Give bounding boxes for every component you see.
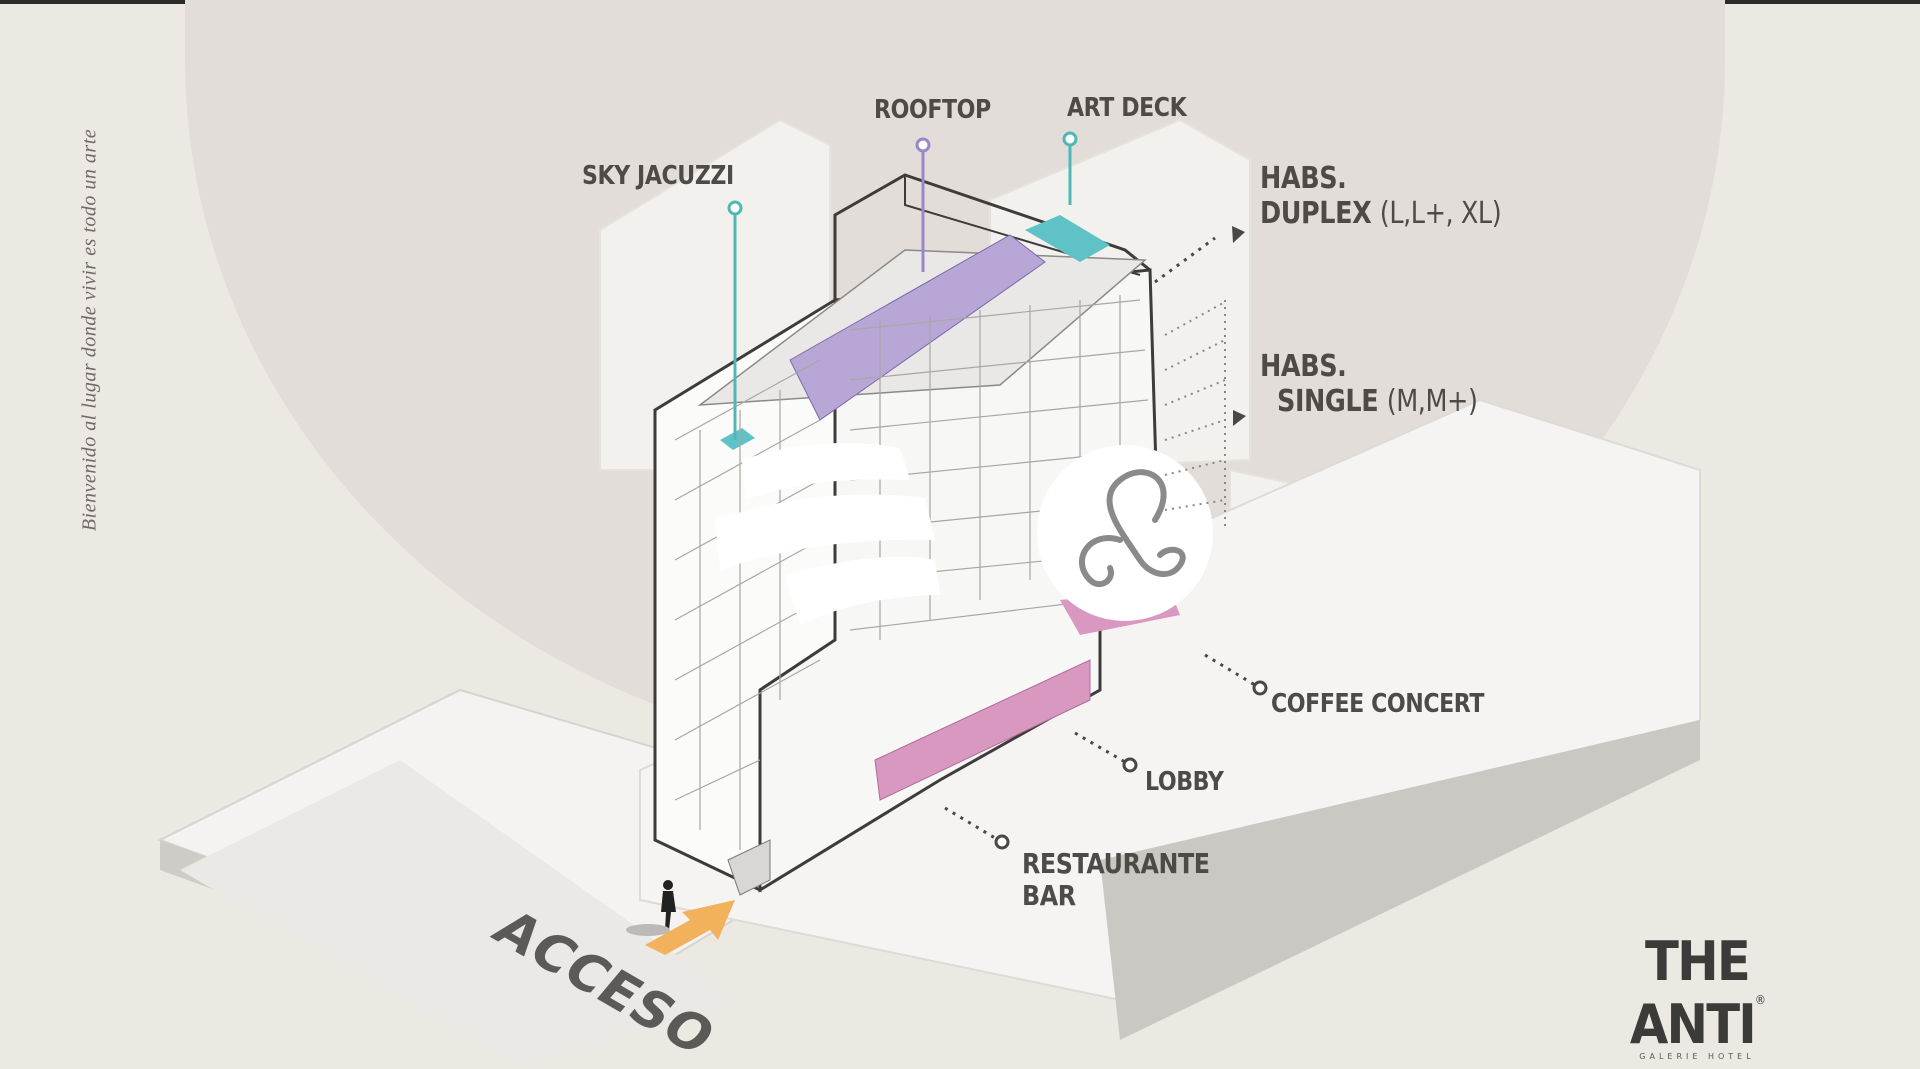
brand-ampersand-icon bbox=[1037, 445, 1213, 621]
leader-lines bbox=[727, 131, 1268, 850]
label-habs-duplex: HABS. DUPLEX (L,L+, XL) bbox=[1260, 161, 1502, 231]
direction-arrow-icon bbox=[645, 900, 735, 955]
label-sky-jacuzzi: SKY JACUZZI bbox=[582, 161, 734, 191]
habs-single-line2: SINGLE bbox=[1277, 383, 1379, 419]
habs-duplex-types: (L,L+, XL) bbox=[1379, 195, 1502, 231]
restaurante-line2: BAR bbox=[1022, 879, 1076, 913]
lobby-floor bbox=[874, 659, 1091, 801]
logo-name-text: THE ANTI bbox=[1629, 930, 1757, 1056]
pedestrian-icon bbox=[626, 880, 676, 936]
label-lobby: LOBBY bbox=[1145, 767, 1224, 797]
restaurante-line1: RESTAURANTE bbox=[1022, 847, 1210, 880]
label-rooftop: ROOFTOP bbox=[874, 95, 991, 125]
logo-name: THE ANTI® bbox=[1582, 930, 1812, 1056]
brand-swoosh-icon bbox=[715, 443, 940, 625]
label-pointer-icon bbox=[1232, 226, 1246, 426]
label-art-deck: ART DECK bbox=[1067, 93, 1187, 123]
label-coffee-concert: COFFEE CONCERT bbox=[1271, 689, 1485, 719]
habs-single-types: (M,M+) bbox=[1386, 383, 1478, 419]
tagline: Bienvenido al lugar donde vivir es todo … bbox=[78, 128, 101, 532]
brand-logo: THE ANTI® GALERIE HOTEL bbox=[1572, 930, 1822, 1061]
logo-subtitle: GALERIE HOTEL bbox=[1639, 1052, 1755, 1061]
label-restaurante-bar: RESTAURANTE BAR bbox=[1022, 847, 1210, 913]
label-habs-single: HABS. SINGLE (M,M+) bbox=[1260, 349, 1478, 419]
city-block-ground bbox=[157, 398, 1701, 1069]
habs-duplex-line2: DUPLEX bbox=[1260, 195, 1372, 231]
habs-duplex-line1: HABS. bbox=[1260, 161, 1347, 196]
habs-single-line1: HABS. bbox=[1260, 349, 1347, 384]
hotel-building bbox=[653, 173, 1180, 896]
logo-registered-mark: ® bbox=[1754, 993, 1766, 1007]
